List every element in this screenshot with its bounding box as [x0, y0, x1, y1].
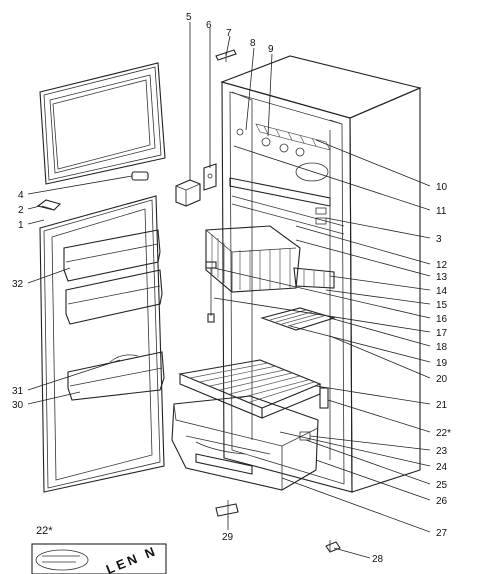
sensor-probe [205, 261, 217, 323]
callout-25: 25 [436, 480, 448, 491]
hinge-part-4 [131, 171, 149, 181]
callout-numbers: 1 2 3 4 5 6 7 8 9 10 11 12 13 14 15 16 1… [12, 12, 451, 565]
callout-3: 3 [436, 234, 442, 245]
callout-16: 16 [436, 314, 448, 325]
part-6-bracket [203, 163, 217, 191]
part-28-screw [325, 540, 341, 553]
callout-30: 30 [12, 400, 24, 411]
large-wire-shelf [178, 359, 322, 419]
callout-31: 31 [12, 386, 24, 397]
refrigerator-cabinet [220, 55, 422, 493]
callout-32: 32 [12, 279, 24, 290]
callout-7: 7 [226, 28, 232, 39]
callout-14: 14 [436, 286, 448, 297]
callout-5: 5 [186, 12, 192, 23]
part-29-hinge [215, 500, 239, 518]
callout-13: 13 [436, 272, 448, 283]
hinge-part-2 [36, 199, 62, 211]
crisper-drawer [171, 395, 319, 491]
callout-26: 26 [436, 496, 448, 507]
label-sheet-text: LEN N [104, 543, 160, 574]
main-door [39, 195, 165, 493]
callout-19: 19 [436, 358, 448, 369]
callout-2: 2 [18, 205, 24, 216]
callout-12: 12 [436, 260, 448, 271]
note-label: 22* [36, 525, 53, 537]
callout-27: 27 [436, 528, 448, 539]
freezer-door [39, 62, 166, 185]
leader-lines [27, 22, 431, 559]
part-7-clip [215, 49, 237, 62]
callout-23: 23 [436, 446, 448, 457]
callout-21: 21 [436, 400, 448, 411]
small-rack [293, 267, 335, 289]
callout-8: 8 [250, 38, 256, 49]
callout-17: 17 [436, 328, 448, 339]
part-22-clip [319, 387, 329, 409]
callout-22: 22* [436, 428, 451, 439]
callout-29: 29 [222, 532, 234, 543]
callout-4: 4 [18, 190, 24, 201]
callout-28: 28 [372, 554, 384, 565]
callout-11: 11 [436, 206, 447, 217]
callout-24: 24 [436, 462, 448, 473]
callout-9: 9 [268, 44, 274, 55]
callout-20: 20 [436, 374, 448, 385]
callout-6: 6 [206, 20, 212, 31]
evaporator-fins [205, 225, 301, 293]
callout-1: 1 [18, 220, 24, 231]
mid-wire-shelf [260, 307, 336, 331]
callout-15: 15 [436, 300, 448, 311]
callout-18: 18 [436, 342, 448, 353]
callout-10: 10 [436, 182, 448, 193]
label-sheet: LEN N [31, 543, 167, 574]
part-5-block [175, 179, 201, 207]
